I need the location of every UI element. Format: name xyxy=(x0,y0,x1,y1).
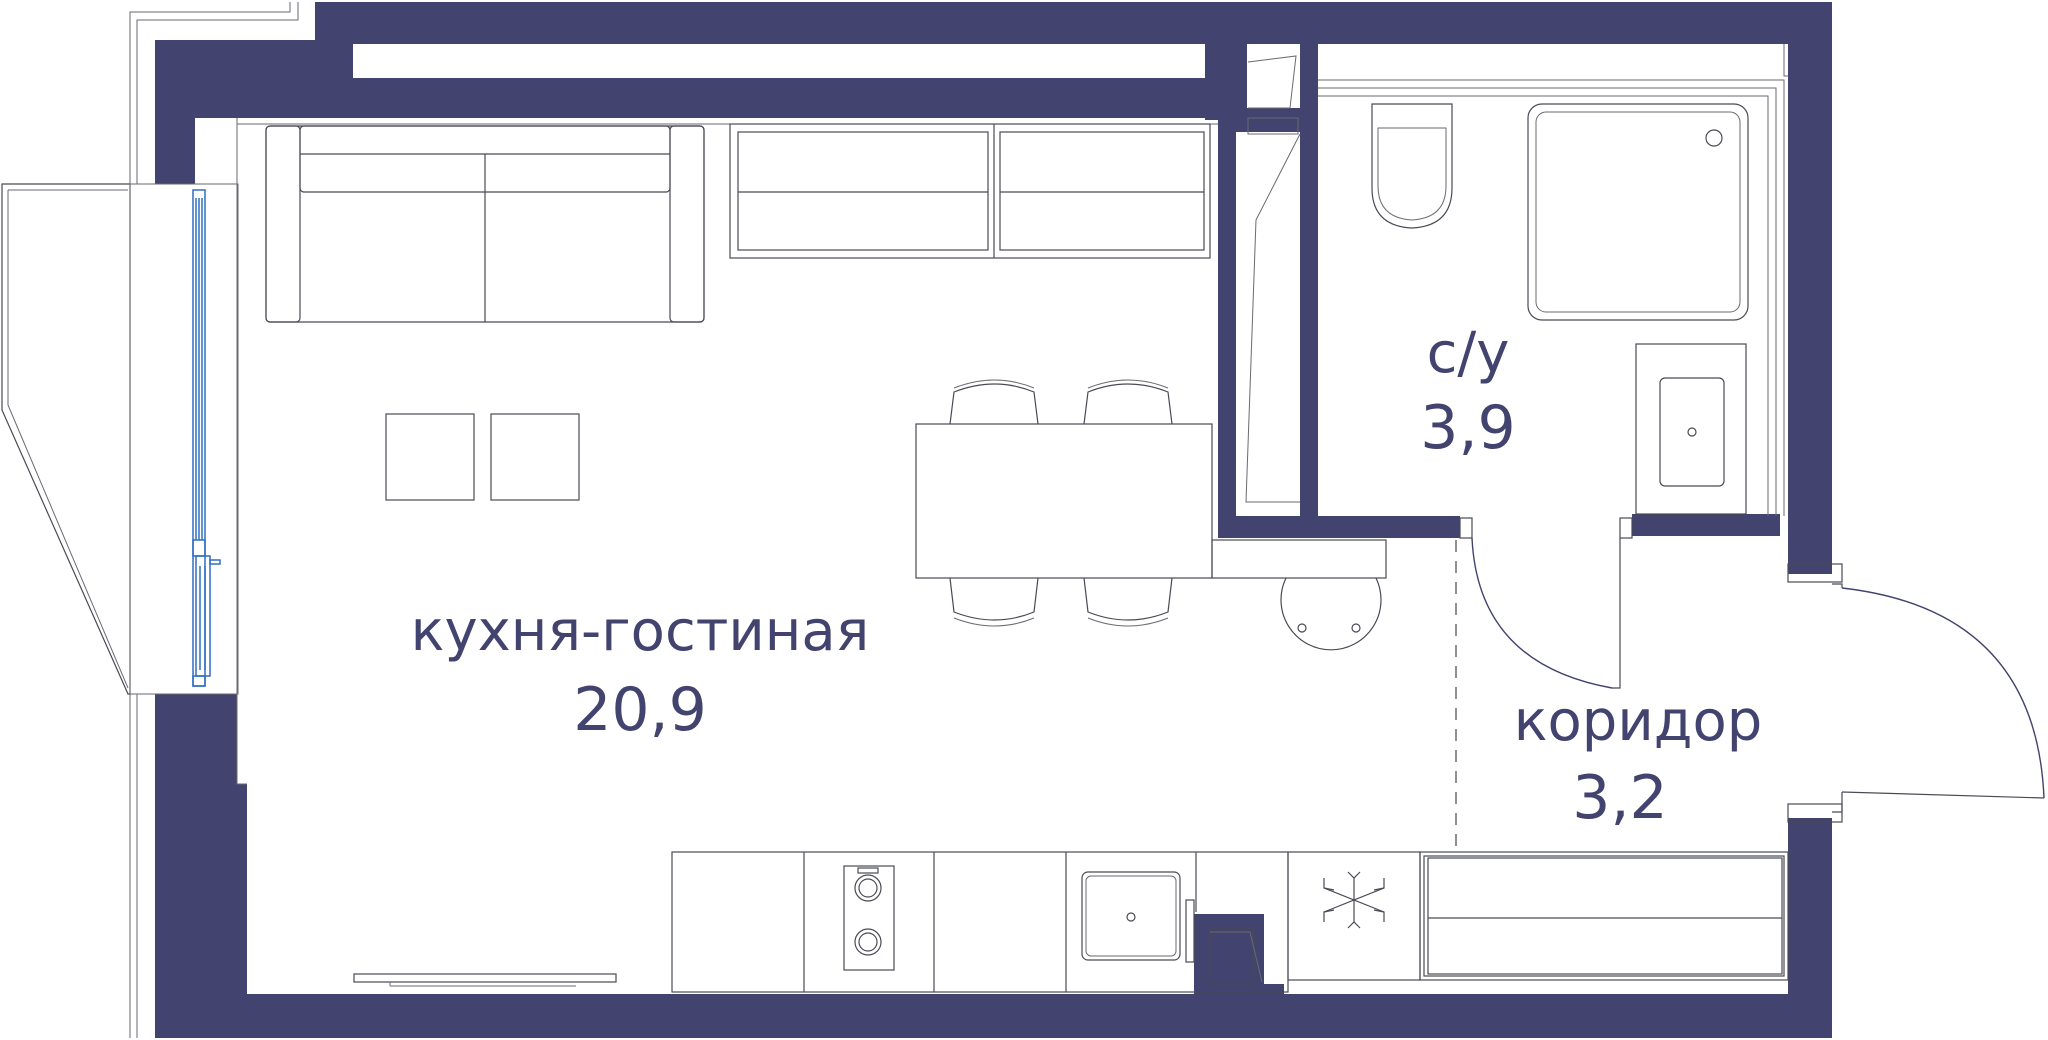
wall-left-lower xyxy=(155,694,195,1038)
doors xyxy=(1459,517,2045,823)
corridor-wardrobe xyxy=(1419,851,1789,981)
balcony-outline xyxy=(1,183,131,695)
corridor-area: 3,2 xyxy=(1572,763,1667,833)
wardrobe xyxy=(729,123,1211,259)
wall-top-left-stub xyxy=(315,2,353,78)
cooktop-icon xyxy=(843,865,895,971)
wall-bathroom-bottom-right xyxy=(1632,514,1780,536)
kitchen-living-name: кухня-гостиная xyxy=(411,599,870,664)
dining-table xyxy=(915,379,1387,651)
corridor-name: коридор xyxy=(1514,689,1763,754)
bathroom-name: с/у xyxy=(1427,321,1510,386)
kitchen-living-area: 20,9 xyxy=(573,675,707,745)
wall-left-lower-inner xyxy=(195,694,237,784)
wall-column-bottom-right xyxy=(1264,984,1284,998)
wall-bathroom-bottom-left xyxy=(1218,516,1460,538)
wall-left-upper xyxy=(155,40,195,184)
balcony xyxy=(1,183,239,695)
wall-bottom xyxy=(155,994,1832,1038)
wall-left-lower-inner2 xyxy=(195,784,247,994)
wall-shaft-mid xyxy=(1236,108,1300,132)
sink-icon xyxy=(1081,871,1195,963)
wall-shaft-left xyxy=(1218,118,1236,518)
wall-right-upper xyxy=(1788,2,1832,574)
wall-right-lower xyxy=(1788,818,1832,1038)
snowflake-icon xyxy=(1323,871,1385,929)
ottomans xyxy=(385,413,580,501)
wall-top-outer xyxy=(315,2,1832,44)
shower-tray-icon xyxy=(1527,103,1749,321)
toilet-icon xyxy=(1371,103,1453,229)
wall-shaft-top xyxy=(1205,44,1247,120)
window-door-leaf xyxy=(195,555,211,677)
sofa xyxy=(265,125,705,323)
walls xyxy=(155,2,1832,1038)
bathroom-fixtures xyxy=(1371,103,1749,515)
wall-top-inner xyxy=(155,78,1205,118)
bathroom-area: 3,9 xyxy=(1420,393,1515,463)
wall-outlines xyxy=(129,2,1788,1038)
shaft-panel xyxy=(1245,55,1301,503)
wall-bathroom-left xyxy=(1300,44,1318,520)
